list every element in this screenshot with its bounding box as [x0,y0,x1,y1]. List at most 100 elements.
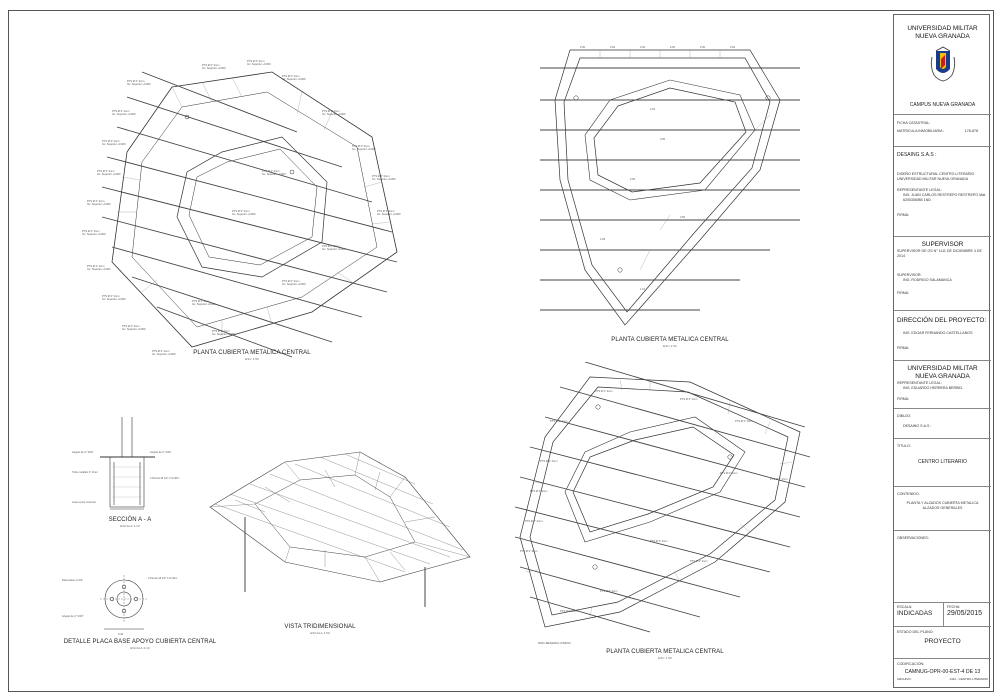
view-caption: PLANTA CUBIERTA METALICA CENTRAL ESC 1:5… [590,337,750,348]
section-drawing: Angulo de 2" 3/16"Angulo de 2" 3/16" Tub… [72,417,179,510]
svg-text:Inc. Superior +0.000: Inc. Superior +0.000 [282,77,306,81]
svg-text:PTS Ø 3" 2mm: PTS Ø 3" 2mm [525,519,542,523]
svg-text:Inc. Superior +0.000: Inc. Superior +0.000 [87,267,111,271]
svg-text:Angulo de 2" 3/16": Angulo de 2" 3/16" [150,450,172,454]
svg-text:PTS Ø 3" 2mm: PTS Ø 3" 2mm [720,471,737,475]
svg-text:Inc. Superior +0.000: Inc. Superior +0.000 [322,112,346,116]
tb-owner-cell: UNIVERSIDAD MILITAR NUEVA GRANADA REPRES… [894,361,991,409]
archivo-value: 1412 - CENTRO LITERARIO [949,677,988,681]
svg-text:PTS Ø 3" 2mm: PTS Ø 3" 2mm [690,559,707,563]
svg-text:Inc. Superior +0.000: Inc. Superior +0.000 [122,327,146,331]
three-d-drawing [209,451,471,607]
dibujo-value: DESAING S.A.S : [903,424,932,428]
signature-label: FIRMA: [897,291,910,295]
sheet-border [8,10,994,692]
svg-text:Inc. Superior +0.000: Inc. Superior +0.000 [212,332,236,336]
view-title: PLANTA CUBIERTA METALICA CENTRAL [193,350,311,356]
design-description: DISEÑO ESTRUCTURAL CENTRO LITERARIO UNIV… [897,172,975,181]
svg-text:PTS Ø 3" 2mm: PTS Ø 3" 2mm [232,209,249,213]
university-crest-icon [930,46,955,82]
signature-label: FIRMA: [897,397,910,401]
codificacion-value: CAMNUG-OPR-00-EST-4 DE 13 [904,669,981,675]
view-title: PLANTA CUBIERTA METALICA CENTRAL [606,649,724,655]
ficha-label: FICHA CATASTRAL: [897,121,931,125]
legal-rep-label-2: REPRESENTANTE LEGAL: [897,381,942,385]
svg-text:Inc. Superior +0.000: Inc. Superior +0.000 [262,172,286,176]
escala-label: ESCALA: [897,605,913,609]
svg-text:PTS Ø 3" 2mm: PTS Ø 3" 2mm [247,59,264,63]
tb-contenido-cell: CONTENIDO: PLANTA Y ALZADOS CUBIERTA MET… [894,487,991,531]
svg-text:PTS Ø 3" 2mm: PTS Ø 3" 2mm [82,229,99,233]
svg-text:PTS Ø 3" 2mm: PTS Ø 3" 2mm [102,294,119,298]
supervisor-contract: SUPERVISOR DE OS N° 1111 DE DICIEMBRE 4 … [897,249,982,258]
tb-observaciones-cell: OBSERVACIONES: [894,531,991,603]
escala-value: INDICADAS [897,610,933,617]
svg-text:PTS Ø 3" 2mm: PTS Ø 3" 2mm [97,169,114,173]
svg-text:PTS Ø 3" 2mm: PTS Ø 3" 2mm [87,199,104,203]
view-scale: ESC 1:50 [245,357,259,361]
svg-text:Inc. Superior +0.000: Inc. Superior +0.000 [282,282,306,286]
svg-text:PTS Ø 3" 2mm: PTS Ø 3" 2mm [112,109,129,113]
svg-text:Inc. Superior +0.000: Inc. Superior +0.000 [127,82,151,86]
svg-text:PTS Ø 3" 2mm: PTS Ø 3" 2mm [212,329,229,333]
svg-text:Inc. Superior +0.000: Inc. Superior +0.000 [352,147,376,151]
svg-text:Inc. Superior +0.000: Inc. Superior +0.000 [102,297,126,301]
tb-scale-date-cell: ESCALA: INDICADAS FECHA: 29/05/2015 [894,603,991,627]
svg-text:Inc. Superior +0.000: Inc. Superior +0.000 [372,177,396,181]
svg-text:PTS Ø 3" 2mm: PTS Ø 3" 2mm [680,397,697,401]
legal-rep-name-2: ING. EDUARDO HERRERA BERBEL [903,386,963,390]
contenido-label: CONTENIDO: [897,492,920,496]
tb-titulo-cell: TITULO: CENTRO LITERARIO [894,439,991,487]
svg-text:Inc. Superior +0.000: Inc. Superior +0.000 [377,212,401,216]
svg-text:Inc. Superior +0.000: Inc. Superior +0.000 [152,352,176,356]
svg-text:PTS Ø 3" 2mm: PTS Ø 3" 2mm [372,174,389,178]
svg-text:PTS Ø 3" 2mm: PTS Ø 3" 2mm [650,539,667,543]
svg-text:PTS Ø 3" 2mm: PTS Ø 3" 2mm [122,324,139,328]
tb-designer-cell: DESAING S.A.S : DISEÑO ESTRUCTURAL CENTR… [894,147,991,237]
svg-text:PTS Ø 3" 2mm: PTS Ø 3" 2mm [127,79,144,83]
svg-text:PTS Ø 3" 2mm: PTS Ø 3" 2mm [282,74,299,78]
matricula-value: 178-878 [964,129,978,133]
view-scale: ESC 1:50 [658,656,672,660]
svg-text:Inc. Superior +0.000: Inc. Superior +0.000 [232,212,256,216]
view-caption: DETALLE PLACA BASE APOYO CUBIERTA CENTRA… [60,639,220,650]
view-title: SECCIÓN A - A [108,517,152,523]
svg-text:PTS Ø 3" 2mm: PTS Ø 3" 2mm [595,389,612,393]
svg-text:PTS Ø 3" 2mm: PTS Ø 3" 2mm [540,459,557,463]
view-scale: ESCALA 1:10 [120,524,140,528]
view-caption: SECCIÓN A - A ESCALA 1:10 [85,517,175,528]
svg-text:2.00: 2.00 [580,45,586,49]
tb-dibujo-cell: DIBUJO: DESAING S.A.S : [894,409,991,439]
tb-codificacion-cell: CODIFICACION: CAMNUG-OPR-00-EST-4 DE 13 … [894,659,991,689]
tb-university-cell: UNIVERSIDAD MILITAR NUEVA GRANADA CAMPUS… [894,15,991,115]
svg-text:Inc. Superior +0.000: Inc. Superior +0.000 [102,142,126,146]
svg-text:Tubo metálico 3" 2mm: Tubo metálico 3" 2mm [72,470,98,474]
view-scale: ESC 1:50 [663,344,677,348]
tb-supervisor-cell: SUPERVISOR SUPERVISOR DE OS N° 1111 DE D… [894,237,991,311]
university-name: UNIVERSIDAD MILITAR NUEVA GRANADA [907,25,978,40]
svg-text:0.40: 0.40 [118,632,124,636]
matricula-label: MATRICULA INMOBILIARIA : [897,129,945,133]
base-plate-drawing: Placa base e=1/2" 4 Pernos Ø 1/2" L=0.40… [62,575,177,636]
svg-text:2.00: 2.00 [670,45,676,49]
view-scale: ESCALA 1:10 [130,646,150,650]
direction-title: DIRECCIÓN DEL PROYECTO: [897,317,987,324]
three-d-view: VISTA TRIDIMENSIONAL ESCALA 1:50 [205,442,475,642]
archivo-label: ARCHIVO: [897,677,912,681]
svg-text:PTS Ø 3" 2mm: PTS Ø 3" 2mm [735,419,752,423]
view-scale: ESCALA 1:50 [310,631,330,635]
svg-text:Inc. Superior +0.000: Inc. Superior +0.000 [322,247,346,251]
svg-text:Placa base e=1/2": Placa base e=1/2" [62,578,83,582]
svg-text:2.50: 2.50 [680,215,686,219]
signature-label: FIRMA: [897,213,910,217]
svg-text:PTS Ø 3" 2mm: PTS Ø 3" 2mm [202,63,219,67]
svg-text:Inc. Superior +0.000: Inc. Superior +0.000 [112,112,136,116]
direction-name: ING. EDGAR FERNANDO CASTELLANOS [903,331,973,335]
svg-text:PTS Ø 3" 2mm: PTS Ø 3" 2mm [322,109,339,113]
